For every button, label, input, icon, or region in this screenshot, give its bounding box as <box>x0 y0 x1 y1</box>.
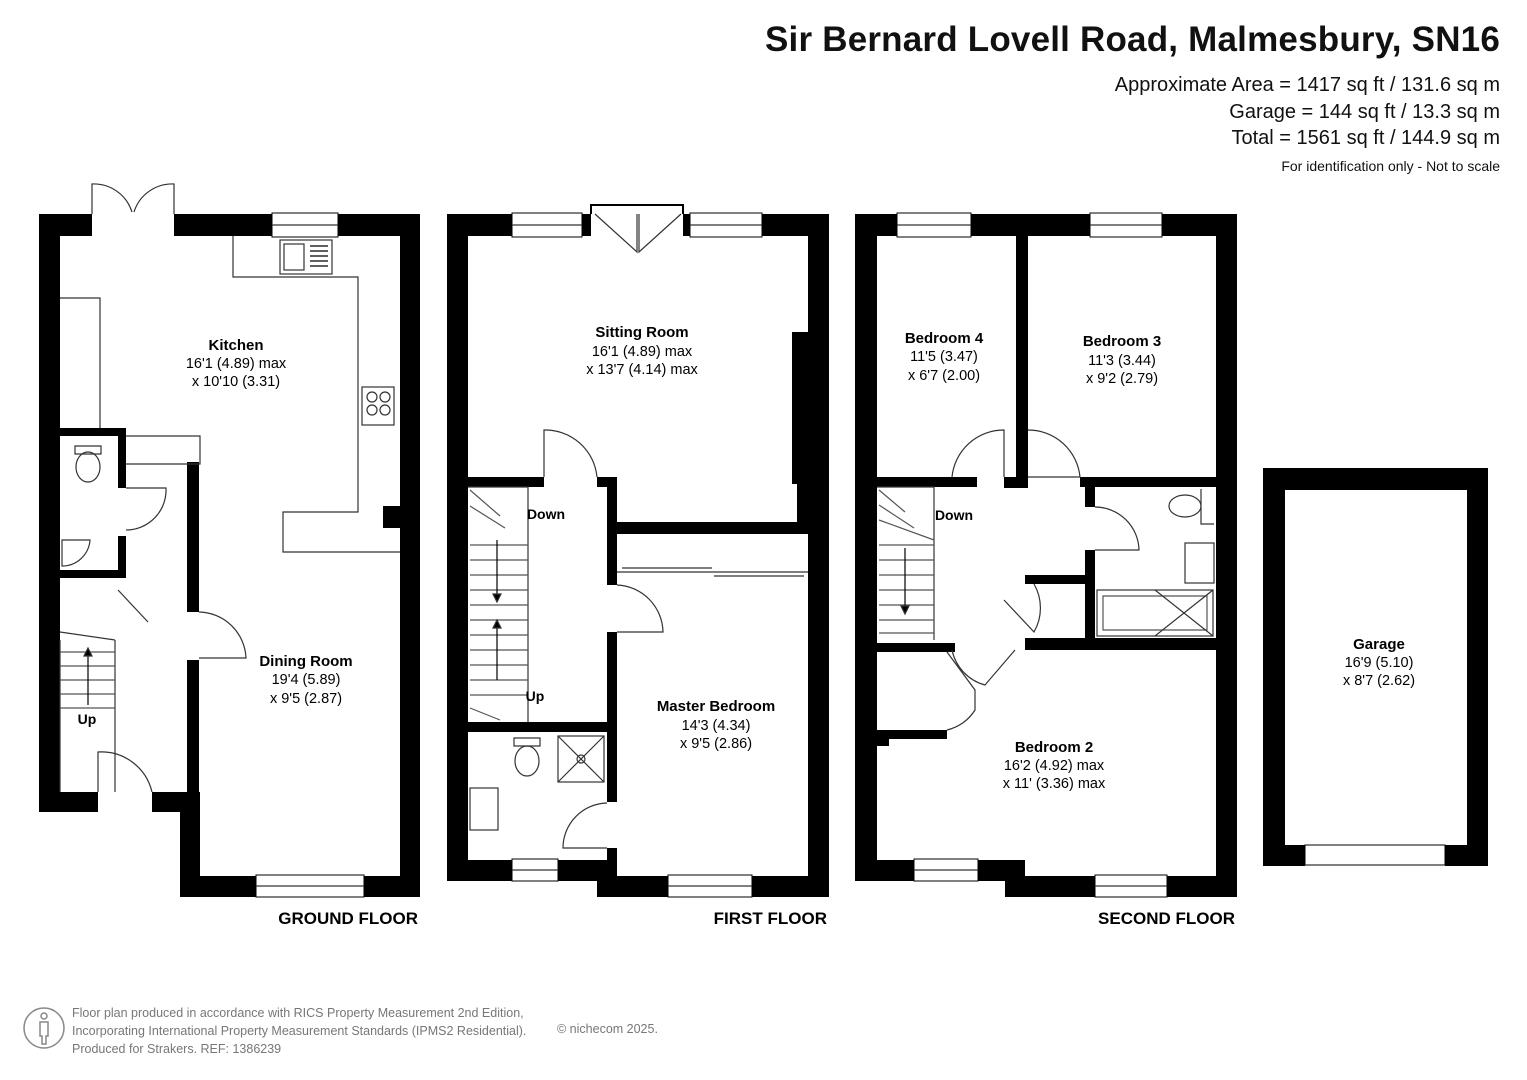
plan-title: Sir Bernard Lovell Road, Malmesbury, SN1… <box>765 20 1500 59</box>
person-logo-icon <box>23 1007 65 1049</box>
garage-walls <box>1263 468 1488 867</box>
sitting-room-dim2: x 13'7 (4.14) max <box>586 362 698 378</box>
master-bedroom-dim1: 14'3 (4.34) <box>682 718 751 734</box>
footer-line-3: Produced for Strakers. REF: 1386239 <box>72 1042 282 1056</box>
dining-room-dim1: 19'4 (5.89) <box>272 672 341 688</box>
second-floor-walls <box>855 212 1237 898</box>
dining-room-label: Dining Room <box>259 653 352 670</box>
garage-dim2: x 8'7 (2.62) <box>1343 673 1415 689</box>
bedroom-4-label: Bedroom 4 <box>905 330 984 347</box>
kitchen-dim2: x 10'10 (3.31) <box>192 374 280 390</box>
sitting-room-dim1: 16'1 (4.89) max <box>592 344 693 360</box>
footer-line-2: Incorporating International Property Mea… <box>72 1024 527 1038</box>
bedroom-4-dim1: 11'5 (3.47) <box>910 349 978 365</box>
second-stairs-down-label: Down <box>935 507 973 523</box>
total-area: Total = 1561 sq ft / 144.9 sq m <box>1231 127 1501 149</box>
garage-label: Garage <box>1353 636 1405 653</box>
bedroom-2-dim2: x 11' (3.36) max <box>1003 776 1106 792</box>
measurement-footer: Floor plan produced in accordance with R… <box>72 1004 526 1058</box>
kitchen-label: Kitchen <box>208 337 263 354</box>
dining-room-dim2: x 9'5 (2.87) <box>270 691 342 707</box>
approx-area: Approximate Area = 1417 sq ft / 131.6 sq… <box>1114 74 1500 96</box>
kitchen-dim1: 16'1 (4.89) max <box>186 356 287 372</box>
first-floor-label: FIRST FLOOR <box>714 909 827 928</box>
ground-floor-walls <box>39 212 420 898</box>
scale-disclaimer: For identification only - Not to scale <box>1281 158 1500 174</box>
first-stairs-down-label: Down <box>527 506 565 522</box>
footer-line-1: Floor plan produced in accordance with R… <box>72 1006 524 1020</box>
garage-area: Garage = 144 sq ft / 13.3 sq m <box>1229 101 1500 123</box>
ground-floor-fixtures <box>59 183 400 793</box>
bedroom-3-label: Bedroom 3 <box>1083 333 1161 350</box>
bedroom-3-dim2: x 9'2 (2.79) <box>1086 371 1158 387</box>
garage-dim1: 16'9 (5.10) <box>1345 655 1414 671</box>
second-floor-fixtures <box>877 429 1215 731</box>
sitting-room-label: Sitting Room <box>595 324 688 341</box>
master-bedroom-dim2: x 9'5 (2.86) <box>680 736 752 752</box>
first-floor-fixtures <box>468 213 808 849</box>
first-stairs-up-label: Up <box>526 688 545 704</box>
bedroom-3-dim1: 11'3 (3.44) <box>1088 353 1156 369</box>
ground-floor-label: GROUND FLOOR <box>278 909 418 928</box>
bedroom-2-dim1: 16'2 (4.92) max <box>1004 758 1105 774</box>
ground-stairs-up-label: Up <box>78 711 97 727</box>
copyright-notice: © nichecom 2025. <box>557 1022 658 1036</box>
master-bedroom-label: Master Bedroom <box>657 698 775 715</box>
second-floor-label: SECOND FLOOR <box>1098 909 1235 928</box>
bedroom-4-dim2: x 6'7 (2.00) <box>908 368 980 384</box>
first-floor-walls <box>447 204 829 898</box>
bedroom-2-label: Bedroom 2 <box>1015 739 1093 756</box>
